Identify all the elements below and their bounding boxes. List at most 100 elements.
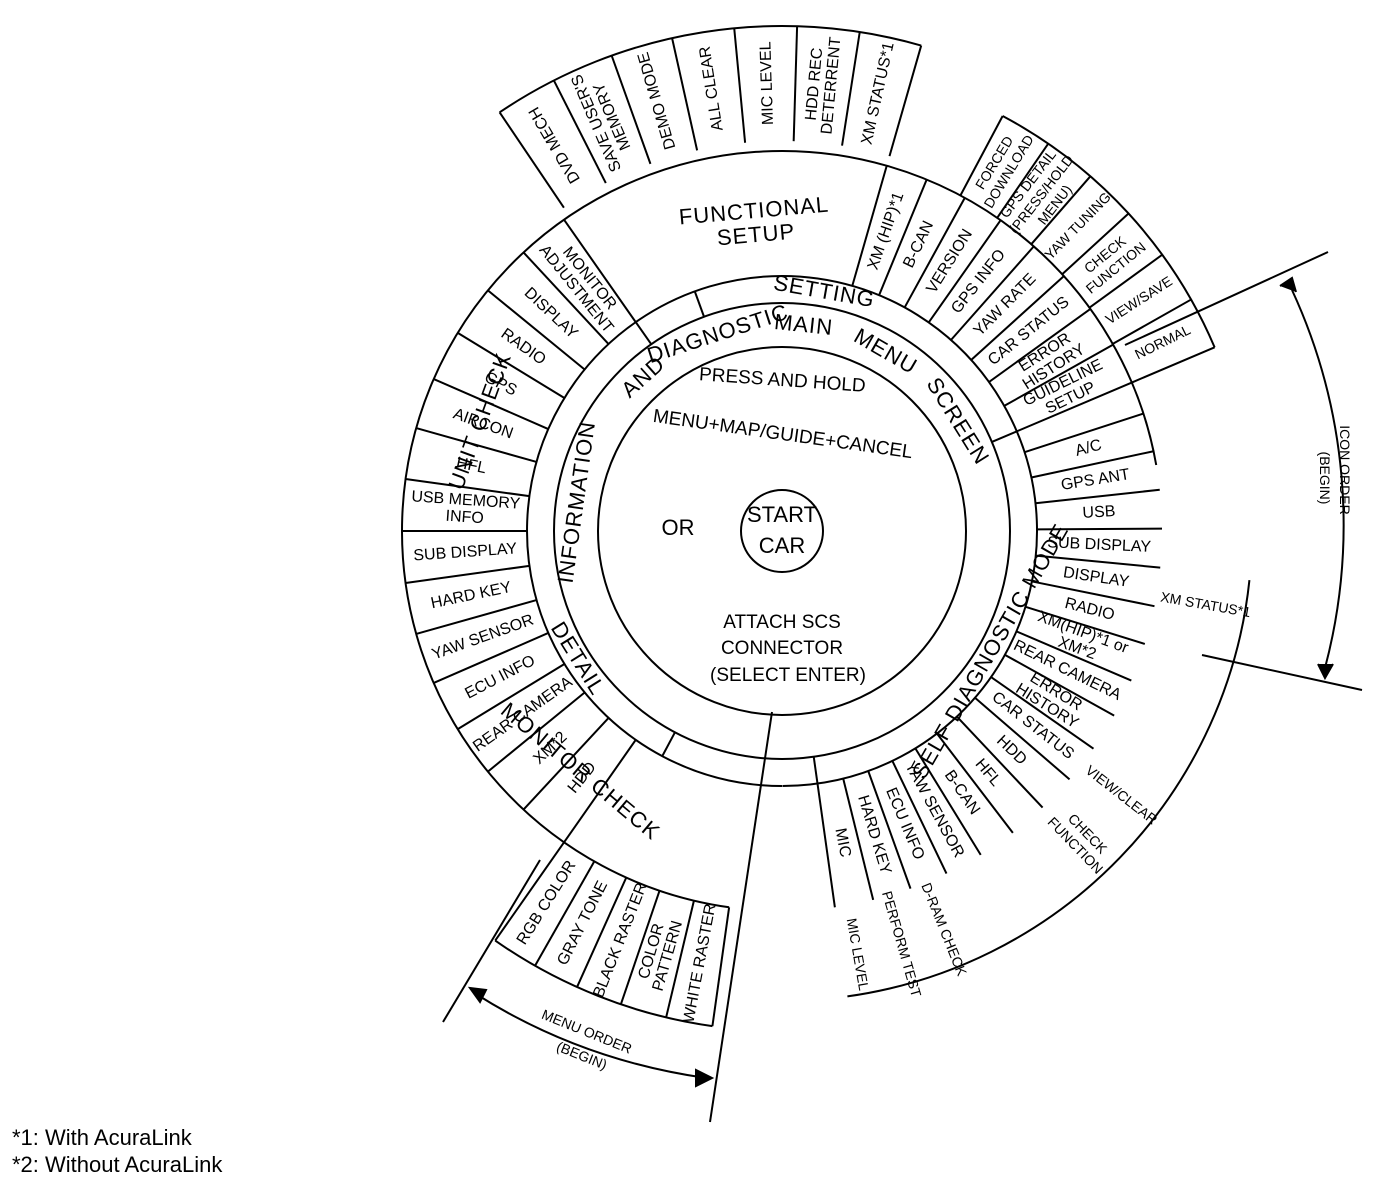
monitor-check-divider (665, 900, 695, 1018)
self-diag-divider (936, 732, 1014, 834)
attach-line3: (SELECT ENTER) (710, 665, 866, 686)
icon-order-arrowhead-top (1279, 276, 1297, 293)
self-diag-divider (891, 760, 948, 874)
self-diag-sub-item: XM STATUS*1 (1159, 589, 1252, 621)
monitor-check-divider (711, 907, 731, 1027)
self-diag-divider (956, 715, 1044, 809)
functional-setup-divider (841, 31, 861, 146)
center-content: START CAR OR PRESS AND HOLD MENU+MAP/GUI… (652, 364, 914, 686)
setting-sub-divider (1131, 346, 1216, 384)
self-diag-item: USB (1082, 503, 1116, 522)
setting-sub-divider (959, 115, 1004, 196)
functional-setup-item: XM STATUS*1 (859, 41, 898, 147)
self-diag-divider (867, 770, 912, 889)
press-hold-label: PRESS AND HOLD (698, 364, 866, 397)
self-diag-divider (974, 696, 1071, 781)
icon-order-arc (1291, 289, 1345, 669)
functional-setup-item: MIC LEVEL (757, 41, 777, 125)
self-diag-item: B-CAN (941, 767, 983, 818)
menu-wheel-diagram: START CAR OR PRESS AND HOLD MENU+MAP/GUI… (401, 25, 1363, 1123)
unit-check-divider (433, 378, 549, 430)
functional-setup-item: ALL CLEAR (697, 45, 727, 132)
self-diag-item: DISPLAY (1062, 564, 1131, 591)
self-diag-sub-item: MIC LEVEL (844, 917, 872, 992)
functional-setup-divider (888, 45, 923, 157)
center-circle (740, 489, 824, 573)
self-diag-divider (1016, 630, 1132, 682)
menu-order-arrowhead-left (467, 986, 488, 1004)
unit-check-divider (522, 717, 610, 811)
unit-check-divider (563, 219, 637, 323)
category-divider (634, 321, 653, 345)
self-diag-divider (914, 747, 982, 856)
functional-setup-divider (733, 28, 747, 143)
footnote-no-acuralink: *2: Without AcuraLink (12, 1152, 223, 1177)
ring-title-word: INFORMATION (553, 419, 600, 584)
unit-check-divider (433, 632, 549, 684)
functional-setup-divider (498, 111, 565, 209)
unit-check-divider (415, 599, 537, 635)
unit-check-item: ECU INFO (462, 652, 538, 702)
unit-check-item: HFL (455, 454, 488, 477)
monitor-check-divider (576, 877, 628, 988)
functional-setup-divider (792, 26, 799, 142)
category-setting: SETTING (772, 270, 877, 312)
unit-check-divider (415, 427, 537, 463)
menu-order-arrowhead-right (695, 1068, 715, 1088)
self-diag-divider (1004, 653, 1115, 717)
setting-divider (903, 197, 966, 308)
attach-line2: CONNECTOR (721, 638, 843, 659)
category-ring-boundary (526, 275, 1039, 787)
functional-setup-item: DEMO MODE (635, 50, 679, 151)
self-diag-sub-item: VIEW/CLEAR (1083, 762, 1161, 828)
setting-divider (878, 179, 928, 296)
functional-setup-item: DVD MECH (526, 104, 584, 186)
self-diag-divider (1025, 605, 1146, 645)
setting-divider (988, 308, 1091, 383)
setting-divider (970, 275, 1065, 361)
unit-check-item: SUB DISPLAY (413, 540, 518, 564)
menu-order-ray-right (709, 711, 773, 1123)
menu-order-ray-left (442, 859, 541, 1023)
icon-order-begin: (BEGIN) (1317, 452, 1333, 505)
self-diag-sub-item: PERFORM TEST (879, 889, 925, 999)
self-diag-divider (1035, 488, 1160, 505)
setting-item: B-CAN (900, 218, 937, 270)
wheel-structure (401, 25, 1251, 1028)
self-diag-item: SUB DISPLAY (1047, 534, 1152, 556)
or-label: OR (662, 515, 695, 540)
attach-line1: ATTACH SCS (723, 612, 841, 633)
self-diag-divider (1036, 527, 1162, 531)
setting-sub-item: VIEW/SAVE (1102, 273, 1175, 328)
self-diag-divider (816, 783, 836, 908)
self-diag-item: GPS ANT (1060, 466, 1131, 494)
setting-divider (927, 219, 1002, 324)
unit-check-divider (487, 289, 586, 371)
setting-sub-divider (1088, 253, 1163, 309)
start-car-line1: START (747, 502, 817, 527)
monitor-check-divider (494, 841, 565, 942)
monitor-check-divider (534, 860, 596, 967)
inner-ring-inner (597, 346, 967, 716)
self-diag-divider (842, 778, 875, 901)
setting-divider (950, 245, 1035, 341)
unit-check-divider (457, 663, 565, 730)
monitor-check-divider (619, 890, 661, 1005)
unit-check-item: INFO (445, 508, 484, 528)
setting-sub-divider (1030, 175, 1092, 245)
setting-sub-divider (996, 143, 1050, 219)
setting-divider (851, 165, 888, 287)
category-monitor-check: MONITOR CHECK (496, 697, 665, 844)
unit-check-item: HARD KEY (429, 579, 513, 612)
functional-setup-outer (499, 25, 922, 114)
menu-order-arc (475, 993, 707, 1079)
self-diag-item: A/C (1073, 437, 1103, 460)
self-diag-item: HDD (993, 732, 1030, 768)
self-diag-sub-outer (847, 580, 1251, 998)
unit-check-divider (487, 691, 586, 773)
setting-sub-divider (1112, 298, 1192, 345)
self-diag-divider (990, 676, 1095, 750)
combo-label: MENU+MAP/GUIDE+CANCEL (652, 406, 914, 463)
unit-check-divider (405, 478, 530, 498)
self-diag-divider (1024, 412, 1144, 454)
